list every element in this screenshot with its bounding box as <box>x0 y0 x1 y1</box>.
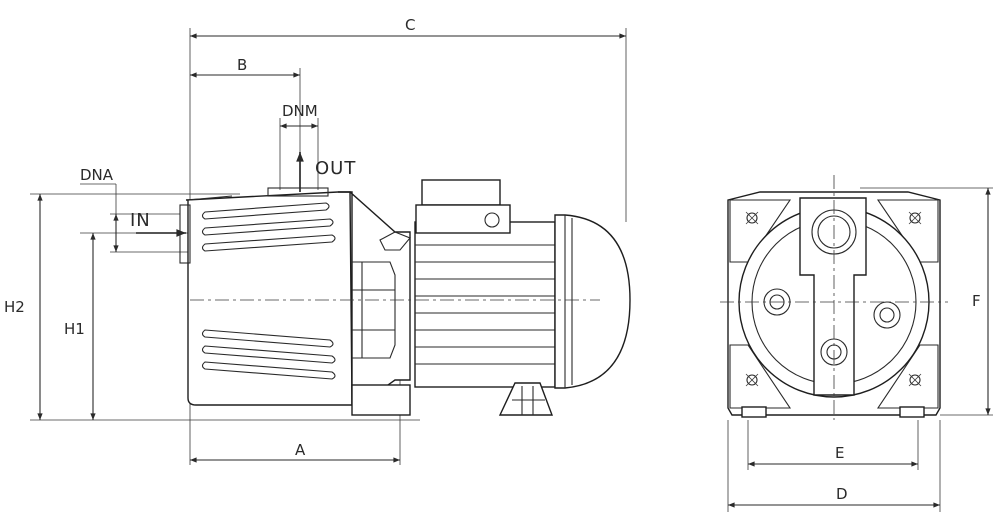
foot-left <box>741 406 767 418</box>
housing-fins-lower <box>201 329 336 380</box>
bracket-window <box>352 261 396 359</box>
motor-body <box>414 221 556 388</box>
label-h2: H2 <box>4 298 25 316</box>
outlet-flange <box>267 187 329 197</box>
label-dnm: DNM <box>282 102 318 120</box>
terminal-screw <box>484 212 500 228</box>
label-d: D <box>836 485 848 503</box>
lug-bolts <box>745 211 922 387</box>
label-c: C <box>405 16 415 34</box>
label-out: OUT <box>315 158 356 179</box>
front-view: E D F <box>720 175 993 512</box>
label-f: F <box>972 292 981 310</box>
label-dna: DNA <box>80 166 114 184</box>
foot-right <box>899 406 925 418</box>
terminal-box <box>415 204 511 234</box>
fan-cover <box>554 214 631 389</box>
side-view: C B DNM OUT DNA IN H2 H1 A <box>4 16 631 465</box>
inlet-flange <box>179 204 191 264</box>
label-e: E <box>835 444 844 462</box>
label-in: IN <box>130 210 151 231</box>
label-h1: H1 <box>64 320 85 338</box>
label-a: A <box>295 441 306 459</box>
housing-fins-upper <box>201 202 336 252</box>
pump-housing <box>185 191 353 406</box>
motor-cooling-fins <box>415 244 555 365</box>
corner-lug-bottom-left <box>729 344 792 409</box>
housing-top-edge <box>187 195 233 201</box>
motor-foot <box>498 382 554 416</box>
pump-foot <box>351 384 411 416</box>
outlet-port-inner <box>817 215 851 249</box>
label-b: B <box>237 56 247 74</box>
corner-lug-bottom-right <box>876 344 939 409</box>
terminal-box-top <box>421 179 501 206</box>
bracket-boss <box>379 231 411 251</box>
